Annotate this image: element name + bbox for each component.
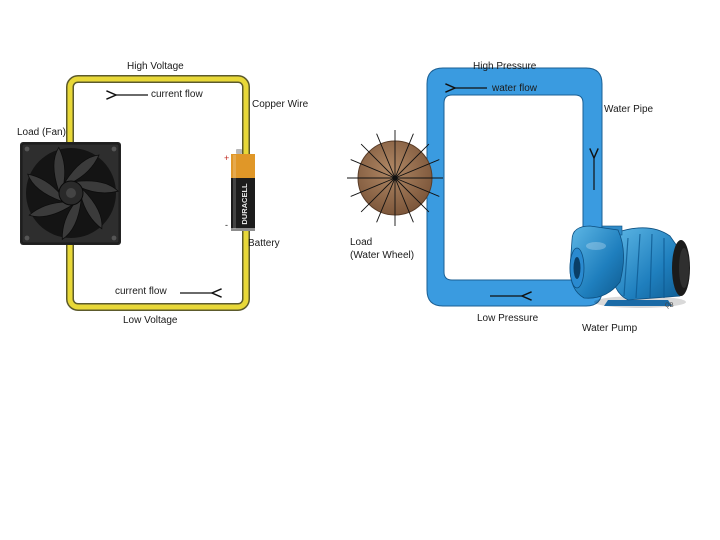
fan-icon <box>20 142 121 245</box>
battery-plus-sign: + <box>224 153 229 163</box>
pump-model-tag: QB <box>665 303 674 309</box>
water-pump-icon <box>569 225 690 308</box>
battery-brand-text: DURACELL <box>240 183 249 225</box>
battery-label: Battery <box>248 238 280 249</box>
current-flow-label-top: current flow <box>151 89 203 100</box>
water-flow-label-top: water flow <box>492 83 538 94</box>
water-pump-label: Water Pump <box>582 323 638 334</box>
water-pipe-label: Water Pipe <box>604 104 654 115</box>
high-voltage-label: High Voltage <box>127 61 184 72</box>
low-voltage-label: Low Voltage <box>123 315 178 326</box>
water-wheel-icon <box>347 130 443 226</box>
water-wheel-load-label-line1: Load <box>350 237 373 248</box>
water-wheel-load-label-line2: (Water Wheel) <box>350 250 415 261</box>
copper-wire-label: Copper Wire <box>252 99 309 110</box>
battery-icon: DURACELL + - <box>224 149 255 231</box>
battery-minus-sign: - <box>225 220 228 230</box>
high-pressure-label: High Pressure <box>473 61 537 72</box>
current-flow-label-bottom: current flow <box>115 286 167 297</box>
low-pressure-label: Low Pressure <box>477 313 539 324</box>
fan-load-label: Load (Fan) <box>17 127 66 138</box>
